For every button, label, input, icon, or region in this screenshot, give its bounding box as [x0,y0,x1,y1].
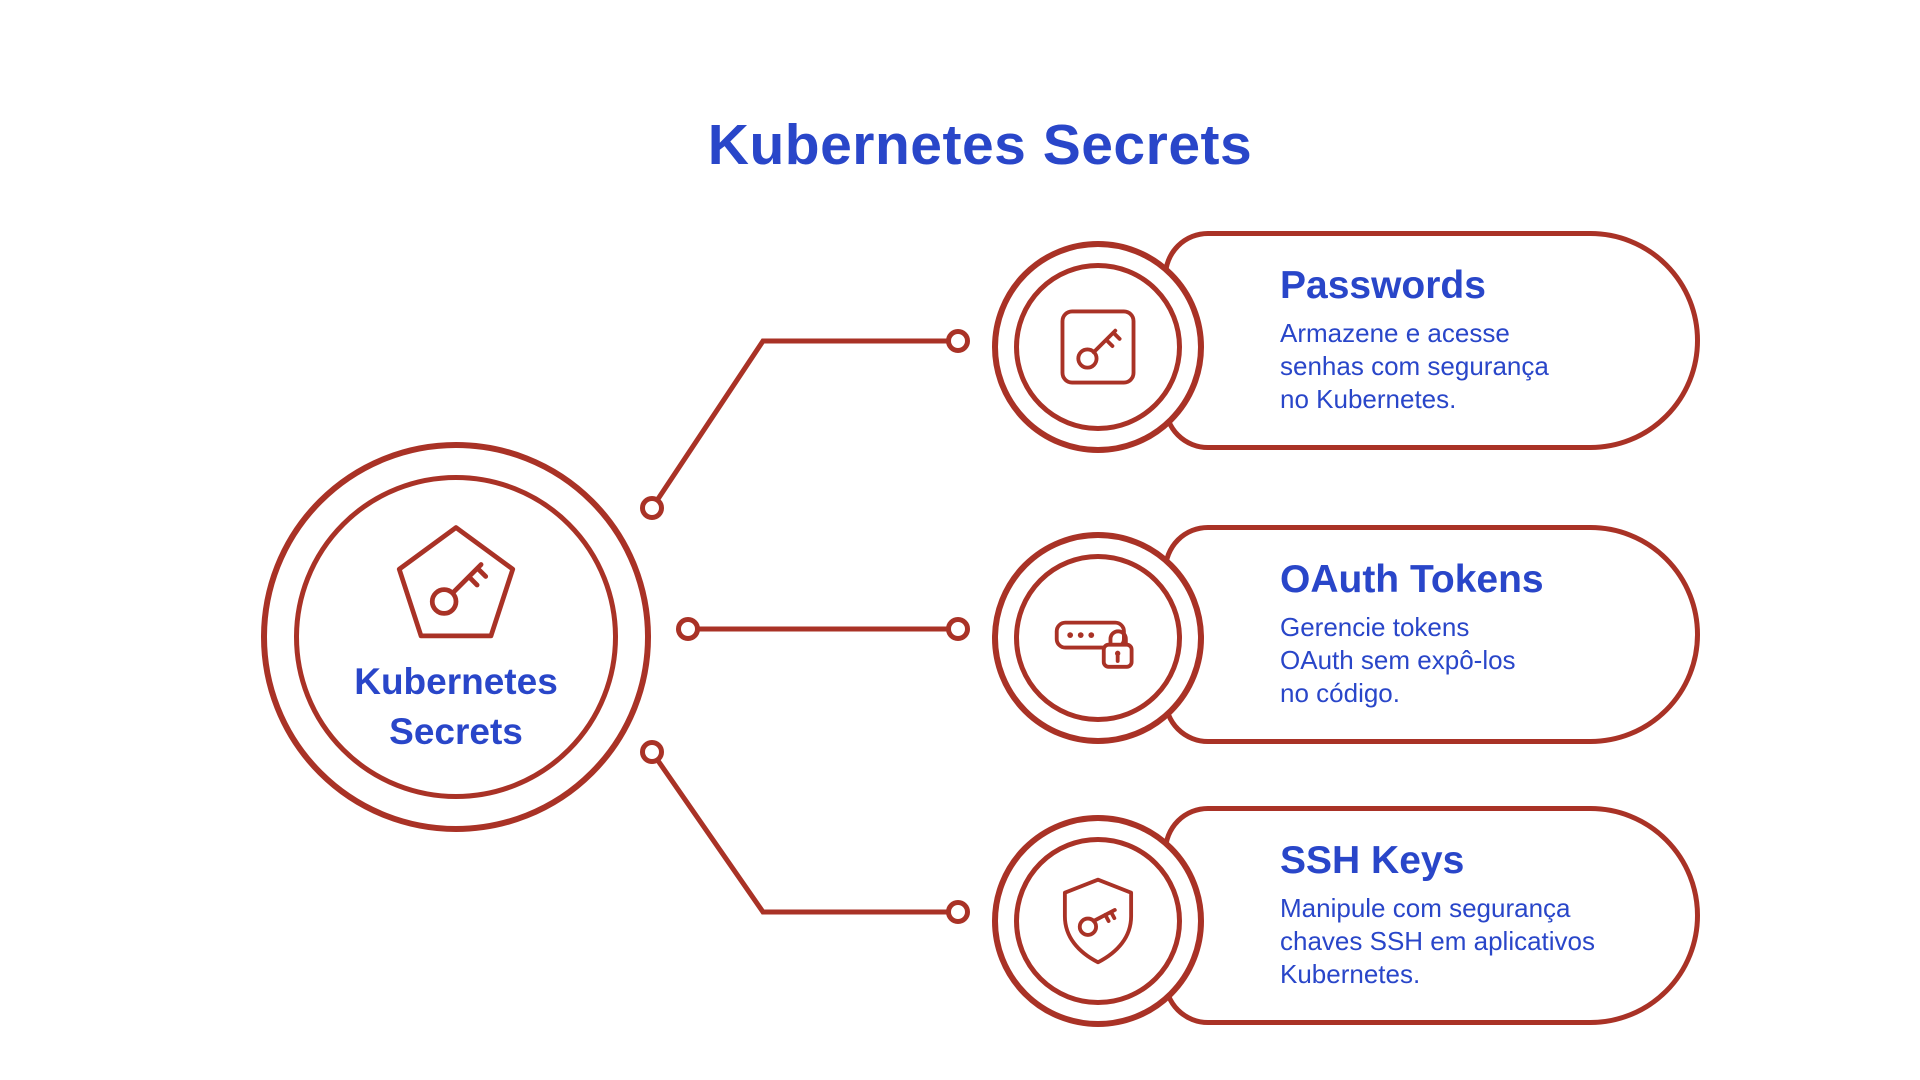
card-passwords: Passwords Armazene e acesse senhas com s… [1163,231,1700,450]
hub-label: Kubernetes Secrets [354,661,558,752]
pentagon-key-icon [396,525,516,639]
node-circle-ssh-keys [992,815,1204,1027]
node-description-oauth-tokens: Gerencie tokens OAuth sem expô-los no có… [1280,612,1516,708]
card-oauth-tokens: OAuth Tokens Gerencie tokens OAuth sem e… [1163,525,1700,744]
card-ssh-keys: SSH Keys Manipule com segurança chaves S… [1163,806,1700,1025]
node-title-passwords: Passwords [1280,264,1486,307]
node-circle-passwords [992,241,1204,453]
node-description-ssh-keys: Manipule com segurança chaves SSH em apl… [1280,893,1596,989]
node-title-oauth-tokens: OAuth Tokens [1280,558,1544,601]
central-hub: Kubernetes Secrets [261,442,651,832]
node-title-ssh-keys: SSH Keys [1280,839,1465,882]
key-square-icon [1060,309,1136,385]
page-title: Kubernetes Secrets [707,113,1253,177]
shield-key-icon [1062,877,1134,965]
token-lock-icon [1054,620,1134,669]
node-circle-oauth-tokens [992,532,1204,744]
central-hub-inner-ring: Kubernetes Secrets [294,475,618,799]
node-description-passwords: Armazene e acesse senhas com segurança n… [1280,318,1549,414]
